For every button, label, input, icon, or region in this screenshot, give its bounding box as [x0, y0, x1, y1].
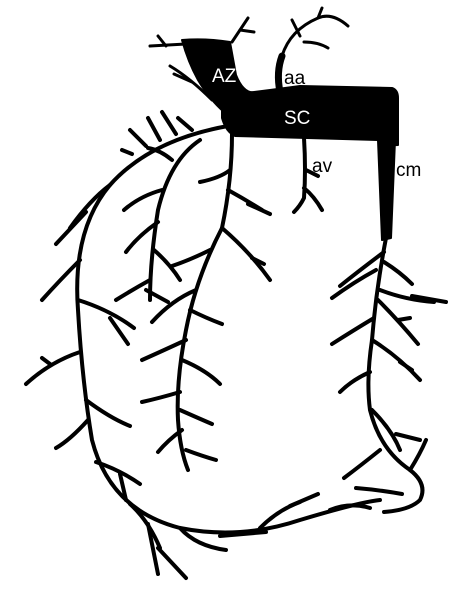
cm-vein-trunk — [378, 140, 395, 240]
label-cm: cm — [396, 160, 421, 181]
right-cm-vessel — [332, 238, 446, 512]
label-aa: aa — [284, 68, 306, 89]
aa-vein-stub — [278, 56, 282, 92]
label-sc: SC — [284, 108, 310, 129]
mid-left-vessel — [142, 134, 270, 470]
label-az: AZ — [212, 66, 237, 87]
long-left-vessel — [116, 140, 200, 300]
label-av: av — [312, 156, 333, 177]
